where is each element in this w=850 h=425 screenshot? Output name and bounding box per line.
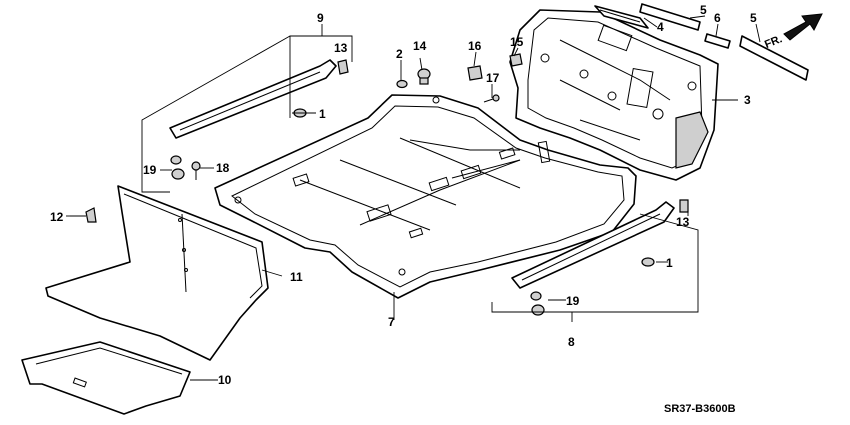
callout-1-upper: 1 [319,107,326,121]
callout-10: 10 [218,373,232,387]
callout-1-lower: 1 [666,256,673,270]
callout-13-upper: 13 [334,41,348,55]
front-direction-label: FR. [763,33,784,51]
callout-19-lower: 19 [566,294,580,308]
callout-5-b: 5 [750,11,757,25]
diagram-code: SR37-B3600B [664,403,736,415]
callout-11: 11 [290,270,303,284]
fastener-14 [417,68,431,85]
kick-plate-left [169,59,337,139]
clip-19-upper [170,155,185,180]
callout-labels: 1 1 2 3 4 5 5 6 7 8 9 10 11 12 13 13 14 … [50,3,757,387]
callout-14: 14 [413,39,427,53]
clip-1-lower [641,257,655,267]
callout-16: 16 [468,39,482,53]
strip-6 [704,33,731,49]
rear-panel [45,185,269,361]
grommet-2 [396,79,408,89]
leader-lines [66,15,761,381]
callout-13-lower: 13 [676,215,690,229]
clip-16 [467,65,483,81]
clip-19-lower [530,291,545,316]
clip-13-upper [337,59,349,75]
screw-18 [191,161,201,180]
kick-plate-right [511,201,675,289]
clip-15 [509,53,523,67]
callout-17: 17 [486,71,500,85]
strip-5-right [739,35,809,81]
insulator-piece-4 [594,5,649,29]
callout-4: 4 [657,20,664,34]
dashboard-insulator [509,9,719,181]
callout-6: 6 [714,11,721,25]
callout-3: 3 [744,93,751,107]
callout-2: 2 [396,47,403,61]
screw-12 [70,207,97,223]
callout-5-a: 5 [700,3,707,17]
callout-12: 12 [50,210,64,224]
strip-5-upper [639,3,701,31]
callout-19-upper: 19 [143,163,157,177]
callout-9: 9 [317,11,324,25]
trunk-mat [21,341,191,415]
front-arrow-icon [783,13,823,41]
floor-carpet [214,94,637,299]
callout-18: 18 [216,161,230,175]
front-direction-indicator: FR. [763,13,823,51]
callout-8: 8 [568,335,575,349]
callout-7: 7 [388,315,395,329]
screw-17 [483,94,500,103]
callout-15: 15 [510,35,524,49]
clip-13-lower [679,199,689,213]
